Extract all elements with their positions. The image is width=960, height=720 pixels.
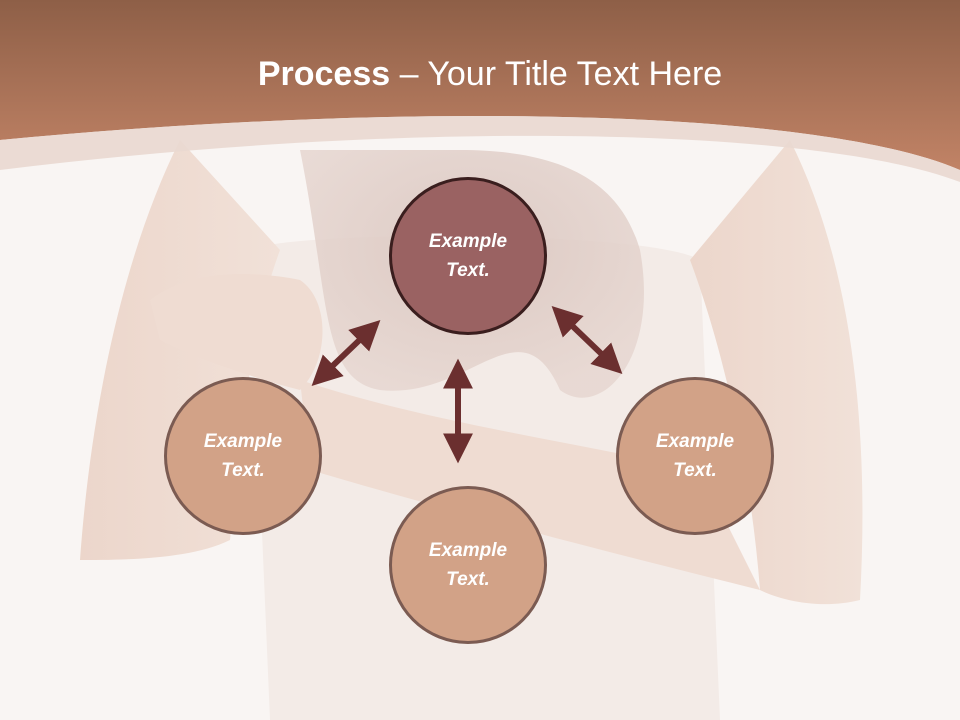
node-right-line2: Text. [673,460,717,481]
node-bottom-line1: Example [428,540,508,561]
node-bottom-line2: Text. [446,569,490,590]
header-band [0,0,960,170]
title-rest: – Your Title Text Here [390,55,723,93]
figure-hand [150,274,323,390]
page-title: Process – Your Title Text Here [0,52,960,96]
node-top-line2: Text. [446,260,490,281]
arrow-top-left [311,320,381,386]
figure-forearm [300,380,760,590]
figure-right-arm [690,140,863,605]
header-wave [0,116,960,182]
title-bold: Process [257,55,391,93]
arrow-top-right [551,306,623,374]
node-left-line2: Text. [221,460,265,481]
node-left-line1: Example [203,431,283,452]
node-right-line1: Example [655,431,735,452]
node-top-line1: Example [428,231,508,252]
